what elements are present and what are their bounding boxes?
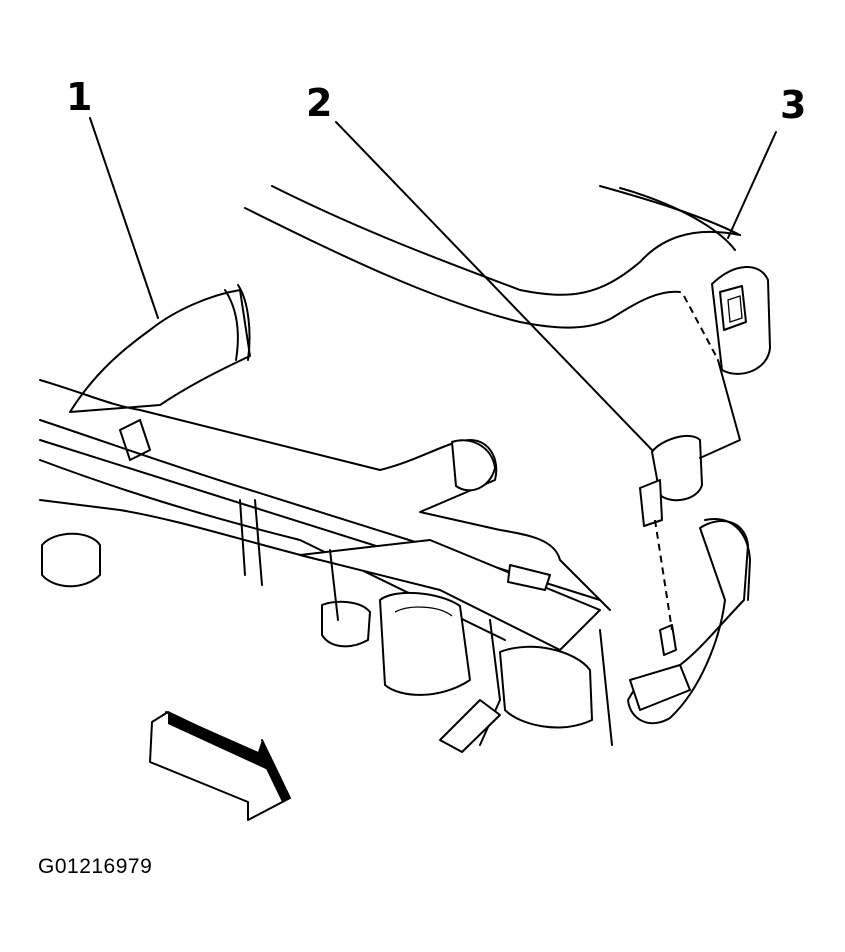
callout-label-2: 2: [306, 81, 333, 125]
right-outlet: [711, 266, 771, 375]
callout-label-3: 3: [780, 83, 807, 127]
right-duct: [627, 518, 751, 725]
callout-leaders: [89, 117, 777, 451]
callout-label-1: 1: [66, 75, 93, 119]
outlet-fastener: [639, 295, 741, 631]
left-duct: [69, 284, 251, 413]
front-direction-arrow: [149, 711, 291, 821]
dashboard-outline: [244, 185, 741, 329]
hvac-assembly: [39, 379, 613, 753]
figure-id: G01216979: [38, 855, 153, 878]
